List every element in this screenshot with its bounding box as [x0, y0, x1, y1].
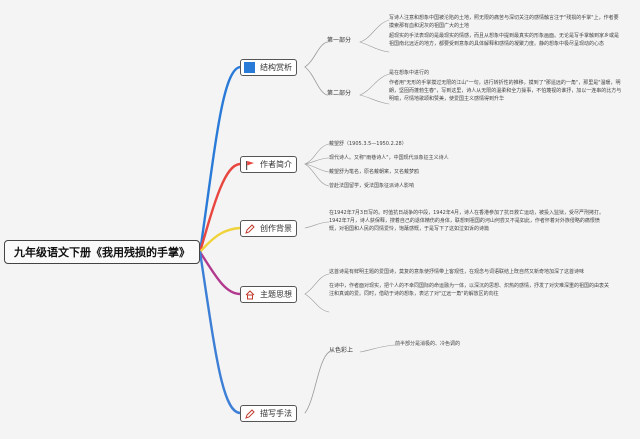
note: 戴望舒（1905.3.5—1950.2.28）	[329, 141, 407, 147]
color-notes: 前半部分是消极的、冷色调的	[395, 340, 595, 350]
topic-theme[interactable]: 主题思想	[240, 286, 297, 303]
edge-note	[304, 163, 330, 187]
subtopic-part-two[interactable]: 第二部分	[327, 90, 352, 97]
edge-note	[304, 273, 330, 295]
edge-note	[359, 41, 390, 53]
topic-technique-label: 描写手法	[260, 409, 292, 418]
root-topic[interactable]: 九年级语文下册《我用残损的手掌》	[4, 240, 200, 264]
branch-edge-technique	[198, 250, 242, 415]
theme-notes: 这首诗是有鲜明主题的爱国诗，莫复的意象使抒情带上客观性，在观念与词语联结上既自然…	[329, 268, 609, 300]
topic-structure[interactable]: 结构赏析	[240, 59, 297, 76]
topic-author[interactable]: 作者简介	[240, 156, 297, 173]
topic-background-label: 创作背景	[260, 224, 292, 233]
edge-note	[359, 344, 396, 353]
pen-icon	[244, 408, 255, 419]
note: 戴望舒为笔名，原名戴朝宷，又名戴梦鸥	[329, 169, 420, 175]
topic-technique[interactable]: 描写手法	[240, 405, 297, 422]
edge-part-two	[304, 66, 328, 96]
edge-note	[359, 94, 390, 105]
edge-note	[359, 19, 390, 43]
edge-note	[359, 73, 390, 96]
part-one-notes: 写诗人注意和想象中国被沦陷的土地，照无限的痛苦与深切关注的感情触言注于"残损的手…	[389, 14, 623, 50]
edge-color	[304, 351, 330, 414]
branch-edge-author	[198, 162, 242, 254]
subtopic-color[interactable]: 从色彩上	[329, 347, 354, 354]
pen-icon	[244, 223, 255, 234]
edge-note	[304, 163, 330, 173]
note: 在诗中，作者面对现实，把个人的不幸同国际的命运融为一体，以深沉的思想、炽热的感情…	[329, 283, 610, 297]
topic-author-label: 作者简介	[260, 160, 292, 169]
edge-note	[304, 221, 330, 229]
note: 写诗人注意和想象中国被沦陷的土地，照无限的痛苦与深切关注的感情触言注于"残损的手…	[389, 15, 619, 29]
edge-part-one	[304, 41, 328, 68]
part-two-notes: 是在想象中进行的 作者用"无形的手掌摸过无限的江山"一句，进行转折性的推移，摸到…	[389, 69, 623, 105]
note: 曾赴法国留学，受法国象征派诗人影响	[329, 183, 415, 189]
edge-note	[304, 293, 330, 313]
note: 作者用"无形的手掌摸过无限的江山"一句，进行转折性的推移，摸到了"那遥远的一角"…	[389, 80, 622, 102]
edge-note	[304, 143, 330, 165]
subtopic-part-one[interactable]: 第一部分	[327, 37, 352, 44]
note: 在1942年7月3日写的。时值抗日战争的中段，1942年4月，诗人在香港参加了抗…	[329, 210, 604, 232]
note: 是在想象中进行的	[389, 70, 430, 76]
branch-edge-theme	[198, 250, 242, 296]
author-notes: 戴望舒（1905.3.5—1950.2.28） 现代诗人。又称"雨巷诗人"，中国…	[329, 140, 609, 192]
topic-structure-label: 结构赏析	[260, 63, 292, 72]
red-flag-icon	[244, 159, 255, 170]
root-title: 九年级语文下册《我用残损的手掌》	[14, 246, 190, 259]
note: 超现实的手法表现的是最现实的情感，而且从想象中提到最真实的形象画面。无论是写手掌…	[389, 33, 620, 47]
topic-theme-label: 主题思想	[260, 290, 292, 299]
note: 前半部分是消极的、冷色调的	[395, 341, 461, 347]
background-notes: 在1942年7月3日写的。时值抗日战争的中段，1942年4月，诗人在香港参加了抗…	[329, 209, 609, 235]
house-icon	[244, 289, 255, 300]
blue-square-icon	[244, 62, 255, 73]
branch-edge-background	[198, 226, 242, 254]
note: 现代诗人。又称"雨巷诗人"，中国现代派象征主义诗人	[329, 155, 449, 161]
edge-note	[304, 157, 330, 165]
topic-background[interactable]: 创作背景	[240, 220, 297, 237]
branch-edge-structure	[198, 65, 242, 254]
note: 这首诗是有鲜明主题的爱国诗，莫复的意象使抒情带上客观性，在观念与词语联结上既自然…	[329, 269, 585, 275]
